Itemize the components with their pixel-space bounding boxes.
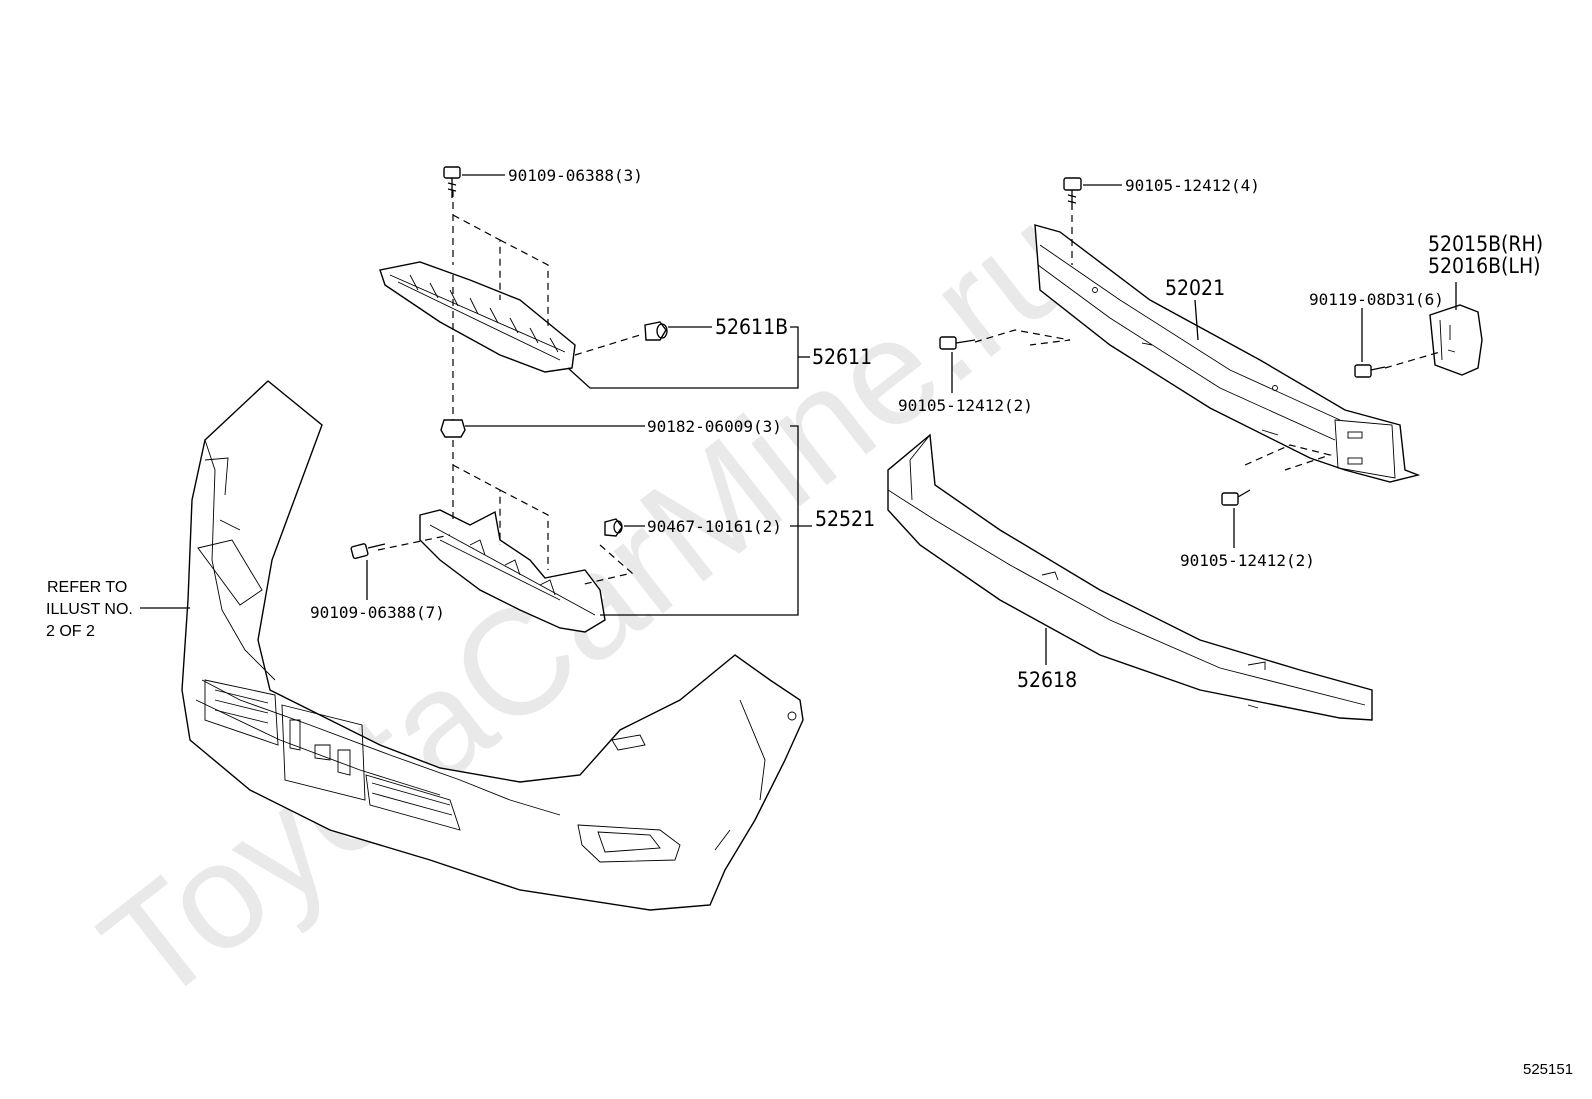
- bracket-line: [600, 425, 799, 616]
- assembly-line: [974, 215, 1333, 471]
- refer-note: REFER TO ILLUST NO. 2 OF 2: [46, 579, 133, 640]
- part-label-90105-bottom: 90105-12412(2): [1180, 551, 1315, 570]
- clip-icon: [604, 518, 623, 537]
- energy-absorber-52618: [887, 433, 1373, 721]
- part-label-90467: 90467-10161(2): [647, 517, 782, 536]
- assembly-line: [452, 190, 641, 425]
- note-line-2: ILLUST NO.: [46, 601, 133, 618]
- part-label-52611B: 52611B: [715, 315, 788, 339]
- note-line-3: 2 OF 2: [46, 623, 95, 640]
- bolt-icon: [350, 543, 386, 560]
- bracket-line: [567, 326, 799, 389]
- part-label-90109-lower: 90109-06388(7): [310, 603, 445, 622]
- retainer-52611: [379, 261, 576, 373]
- part-label-52021: 52021: [1165, 276, 1225, 300]
- bolt-icon: [1354, 364, 1386, 378]
- assembly-line: [1384, 351, 1441, 369]
- part-label-90105-top: 90105-12412(4): [1125, 176, 1260, 195]
- front-bumper-cover: [181, 380, 804, 911]
- part-label-52521: 52521: [815, 507, 875, 531]
- part-label-90105-left: 90105-12412(2): [898, 396, 1033, 415]
- bolt-icon: [1221, 489, 1251, 506]
- part-label-90119: 90119-08D31(6): [1309, 290, 1444, 309]
- part-label-52015B: 52015B(RH): [1428, 232, 1543, 256]
- leader-line: [1194, 299, 1199, 341]
- bolt-icon: [443, 166, 461, 198]
- bumper-reinforcement-52021: [1034, 224, 1421, 483]
- nut-icon: [440, 419, 466, 438]
- assembly-line: [377, 440, 634, 586]
- bracket-52015B: [1429, 304, 1483, 376]
- clip-icon: [644, 321, 668, 341]
- bolt-icon: [1063, 177, 1082, 210]
- bolt-icon: [939, 336, 976, 350]
- part-label-52611: 52611: [812, 345, 872, 369]
- part-label-52016B: 52016B(LH): [1428, 254, 1541, 278]
- retainer-52521: [419, 509, 606, 633]
- part-label-52618: 52618: [1017, 668, 1077, 692]
- part-label-90109-upper: 90109-06388(3): [508, 166, 643, 185]
- note-line-1: REFER TO: [47, 579, 127, 596]
- figure-number: 525151: [1523, 1061, 1573, 1078]
- part-label-90182: 90182-06009(3): [647, 417, 782, 436]
